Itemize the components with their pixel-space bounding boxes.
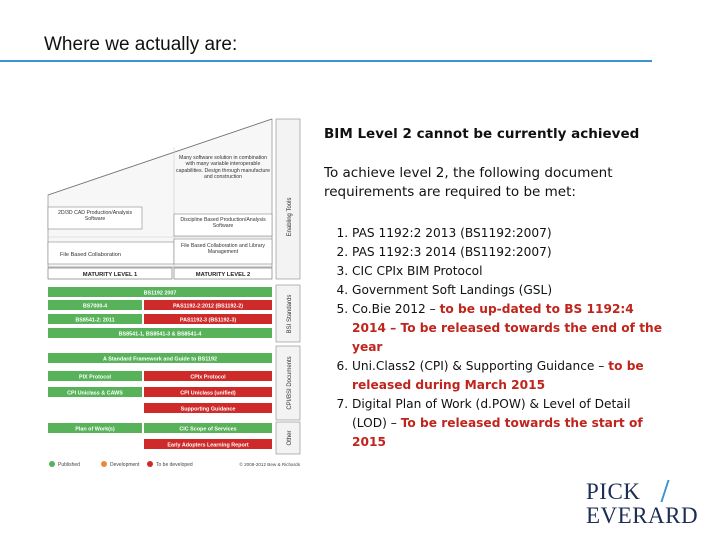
file-collab-label-2: File Based Collaboration and Library Man…: [181, 243, 265, 256]
list-item: Digital Plan of Work (d.POW) & Level of …: [352, 395, 664, 452]
bar-cpix: [144, 371, 272, 381]
bar-early-adopters-label: Early Adopters Learning Report: [167, 443, 248, 449]
file-collab-box-2: [173, 238, 273, 265]
legend-development: Development: [110, 462, 140, 468]
legend-development-icon: [101, 461, 107, 467]
list-item: PAS 1192:3 2014 (BS1192:2007): [352, 243, 664, 262]
legend-copyright: © 2008-2012 Bew & Richards: [239, 461, 300, 467]
bar-bs7000-label: BS7000-4: [83, 304, 107, 310]
list-item: PAS 1192:2 2013 (BS1192:2007): [352, 224, 664, 243]
file-collab-label-1: File Based Collaboration: [60, 252, 121, 258]
legend-published: Published: [58, 462, 80, 468]
bar-cpi-unified-label: CPI Uniclass (unified): [180, 391, 236, 397]
requirements-panel: BIM Level 2 cannot be currently achieved…: [324, 126, 664, 452]
bar-supporting-label: Supporting Guidance: [181, 407, 236, 413]
bar-cpi-caws-label: CPI Uniclass & CAWS: [67, 391, 123, 397]
logo-line-2: EVERARD: [586, 503, 699, 528]
side-box-enabling: [275, 118, 301, 280]
maturity-level-1: MATURITY LEVEL 1: [83, 272, 138, 278]
bar-bs8541-2-label: BS8541-2: 2011: [75, 318, 114, 324]
bar-pix-label: PIX Protocol: [79, 375, 112, 381]
bar-bs8541-1: [48, 328, 272, 338]
cad-box: [47, 206, 143, 230]
wedge-text: Many software solution in combination wi…: [175, 155, 270, 180]
intro-text: To achieve level 2, the following docume…: [324, 165, 613, 200]
side-box-bsi: [275, 284, 301, 343]
bar-supporting: [144, 403, 272, 413]
slide-title: Where we actually are:: [44, 34, 238, 55]
side-box-cpi: [275, 345, 301, 421]
maturity-level-2-box: [173, 267, 273, 280]
bar-cpi-unified: [144, 387, 272, 397]
bar-bs1192: [48, 287, 272, 297]
title-underline: [0, 60, 652, 62]
bar-bs7000: [48, 300, 142, 310]
bar-cic-scope-label: CIC Scope of Services: [179, 427, 236, 433]
level-2-heading: BIM Level 2 cannot be currently achieved: [324, 126, 640, 142]
release-note: To be released towards the start of 2015: [352, 416, 643, 449]
list-item: Government Soft Landings (GSL): [352, 281, 664, 300]
list-item: Uni.Class2 (CPI) & Supporting Guidance –…: [352, 357, 664, 395]
side-label-bsi: BSI Standards: [287, 295, 293, 334]
bar-standard-framework-label: A Standard Framework and Guide to BS1192: [103, 357, 217, 363]
discipline-box: [173, 213, 273, 237]
bim-maturity-diagram: Many software solution in combination wi…: [47, 118, 301, 468]
bar-bs8541-1-label: BS8541-1, BS8541-3 & BS8541-4: [119, 332, 202, 338]
legend-published-icon: [49, 461, 55, 467]
legend-developed-icon: [147, 461, 153, 467]
bar-pas1192-2: [144, 300, 272, 310]
legend-developed: To be developed: [156, 462, 193, 468]
bar-standard-framework: [48, 353, 272, 363]
side-label-other: Other: [287, 430, 293, 445]
requirements-list: PAS 1192:2 2013 (BS1192:2007) PAS 1192:3…: [324, 224, 664, 452]
release-note: to be released during March 2015: [352, 359, 644, 392]
bar-plan-of-work-label: Plan of Work(s): [75, 427, 115, 433]
bar-plan-of-work: [48, 423, 142, 433]
discipline-label: Discipline Based Production/Analysis Sof…: [180, 217, 266, 230]
bar-bs1192-label: BS1192 2007: [144, 291, 177, 297]
bar-pas1192-2-label: PAS1192-2:2012 (BS1192-2): [173, 304, 243, 310]
list-item: CIC CPIx BIM Protocol: [352, 262, 664, 281]
bar-pix: [48, 371, 142, 381]
bar-cpi-caws: [48, 387, 142, 397]
bar-cic-scope: [144, 423, 272, 433]
bar-bs8541-2: [48, 314, 142, 324]
side-label-cpi: CPI/BSI Documents: [287, 356, 293, 409]
release-note: to be up-dated to BS 1192:4 2014 – To be…: [352, 302, 662, 354]
bar-pas1192-3-label: PAS1192-3 (BS1192-3): [180, 318, 236, 324]
side-box-other: [275, 421, 301, 455]
pick-everard-logo: PICK EVERARD: [586, 480, 714, 530]
bar-early-adopters: [144, 439, 272, 449]
side-label-enabling: Enabling Tools: [287, 198, 293, 237]
logo-line-1: PICK: [586, 479, 641, 504]
list-item: Co.Bie 2012 – to be up-dated to BS 1192:…: [352, 300, 664, 357]
maturity-level-2: MATURITY LEVEL 2: [196, 272, 250, 278]
bar-pas1192-3: [144, 314, 272, 324]
bar-cpix-label: CPIx Protocol: [190, 375, 226, 381]
cad-label: 2D/3D CAD Production/Analysis Software: [57, 210, 133, 223]
maturity-level-1-box: [47, 267, 173, 280]
